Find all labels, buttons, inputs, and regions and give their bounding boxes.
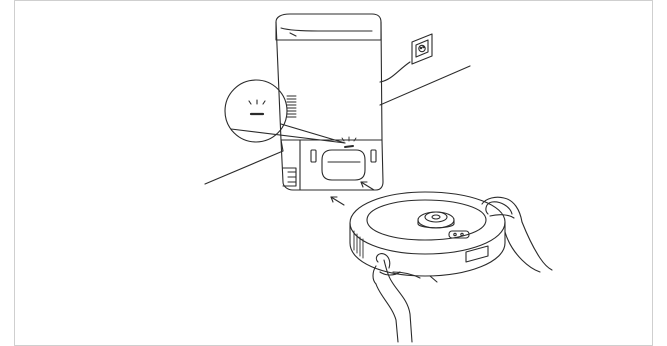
status-light-icon — [342, 137, 356, 141]
power-outlet-icon — [380, 34, 432, 82]
floor-line-left — [205, 151, 283, 184]
left-hand — [373, 254, 420, 342]
arrow-up-left-icon — [331, 197, 344, 205]
magnifier-callout-icon — [225, 80, 345, 143]
docking-station — [276, 14, 383, 190]
robot-vacuum — [350, 192, 505, 282]
arrow-up-left-icon — [361, 182, 374, 190]
panel-border — [15, 1, 653, 346]
vent-grille — [287, 96, 296, 117]
floor-line-right — [380, 66, 470, 105]
